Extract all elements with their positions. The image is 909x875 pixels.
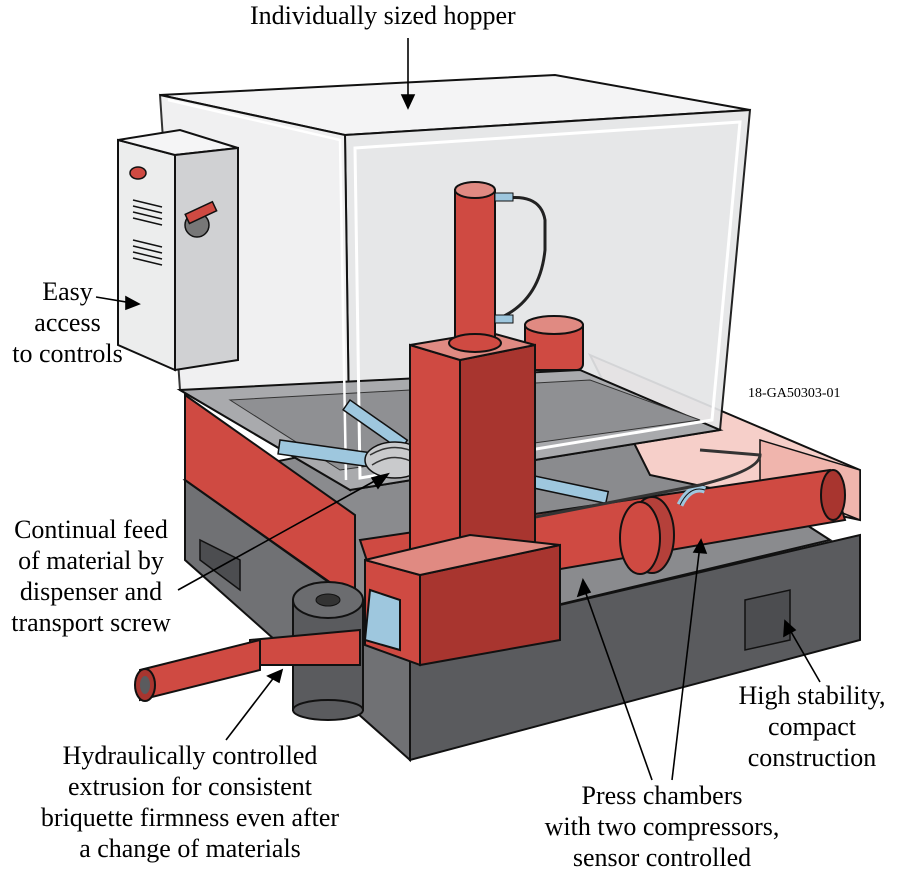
label-hopper: Individually sized hopper — [250, 1, 516, 30]
figure-code: 18-GA50303-01 — [748, 386, 841, 401]
leader-lines — [95, 38, 821, 781]
vertical-press — [409, 181, 547, 577]
extrusion-nozzle — [134, 581, 401, 721]
extrusion-housing — [364, 533, 561, 667]
control-box — [117, 128, 239, 372]
